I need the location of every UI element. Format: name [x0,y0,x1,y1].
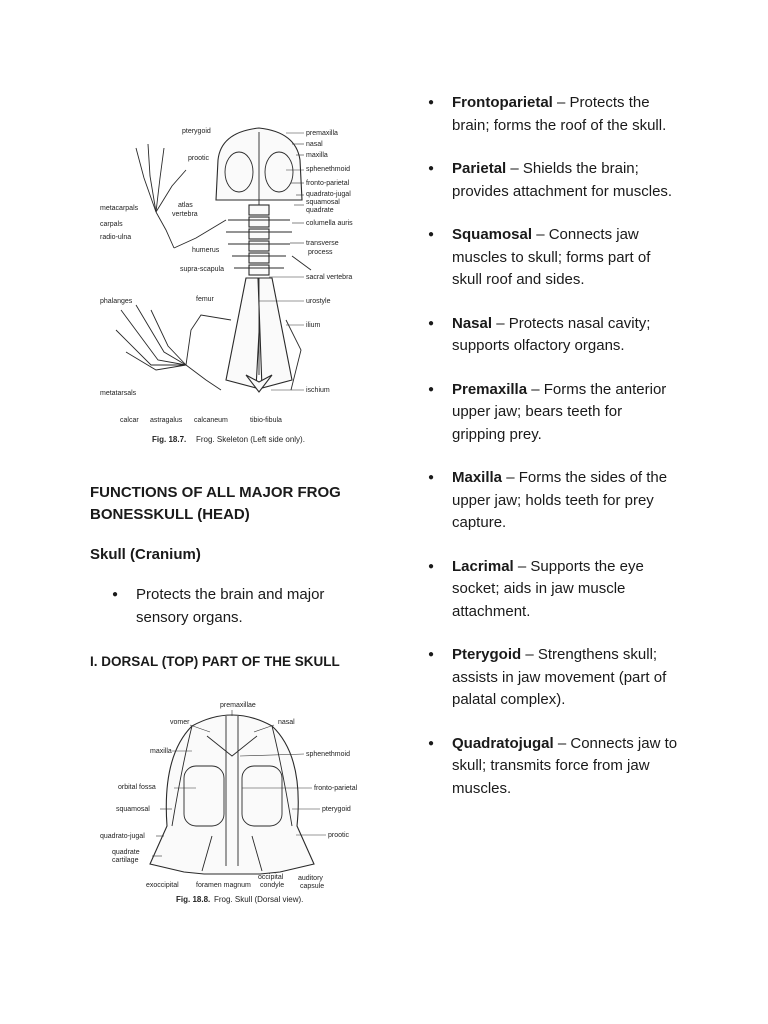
label-auditory-capsule-1: auditory [298,875,323,882]
bone-function-list: Frontoparietal – Protects the brain; for… [428,92,678,821]
section-heading: FUNCTIONS OF ALL MAJOR FROG BONESSKULL (… [90,484,341,523]
label-vomer: vomer [170,719,190,726]
label-radio-ulna: radio-ulna [100,234,131,241]
bone-name: Quadratojugal [452,734,554,752]
bone-name: Frontoparietal [452,94,553,111]
list-item: Squamosal – Connects jaw muscles to skul… [428,224,678,292]
bone-name: Premaxilla [452,380,528,398]
label-ischium: ischium [306,387,330,394]
label-carpals: carpals [100,221,123,228]
list-item: Maxilla – Forms the sides of the upper j… [428,467,678,535]
list-item: Protects the brain and major sensory org… [112,583,332,629]
bone-name: Maxilla [452,469,503,486]
bone-description: – Supports the eye socket; aids in jaw m… [452,557,644,620]
label-premaxillae: premaxillae [220,702,256,709]
label-maxilla-skull: maxilla [150,748,172,755]
label-supra-scapula: supra-scapula [180,266,224,273]
list-item: Parietal – Shields the brain; provides a… [428,158,678,203]
label-humerus: humerus [192,247,220,254]
label-columella-auris: columella auris [306,220,353,227]
label-tibio-fibula: tibio-fibula [250,417,282,424]
figure1-caption-text: Frog. Skeleton (Left side only). [196,435,305,444]
label-fronto-parietal-skull: fronto-parietal [314,785,358,792]
bone-description: – Connects jaw muscles to skull; forms p… [452,226,651,288]
label-sphenethmoid: sphenethmoid [306,166,350,173]
label-quadrate-cartilage-2: cartilage [112,857,139,864]
skull-subheading: Skull (Cranium) [90,546,201,563]
label-calcaneum: calcaneum [194,417,228,424]
label-occipital-condyle-1: occipital [258,874,284,881]
label-occipital-condyle-2: condyle [260,882,284,889]
bone-name: Lacrimal [452,557,514,575]
list-item: Frontoparietal – Protects the brain; for… [428,92,678,137]
list-item: Nasal – Protects nasal cavity; supports … [428,313,678,358]
label-urostyle: urostyle [306,298,331,305]
label-prootic-skull: prootic [328,832,350,839]
label-pterygoid-skull: pterygoid [322,806,351,813]
list-item: Quadratojugal – Connects jaw to skull; t… [428,733,678,801]
figure2-caption-number: Fig. 18.8. [176,895,210,904]
frog-skeleton-figure: premaxilla nasal maxilla sphenethmoid fr… [96,120,366,450]
label-quadrato-jugal: quadrato-jugal [306,191,351,198]
figure2-caption-text: Frog. Skull (Dorsal view). [214,895,303,904]
bone-description: – Protects the brain; forms the roof of … [452,94,667,134]
bone-name: Nasal [452,314,493,332]
frog-skull-figure: premaxillae vomer nasal maxilla spheneth… [92,696,372,908]
label-phalanges: phalanges [100,298,133,305]
label-premaxilla: premaxilla [306,130,338,137]
label-femur: femur [196,296,215,303]
label-nasal-skull: nasal [278,719,295,726]
list-item: Premaxilla – Forms the anterior upper ja… [428,379,678,447]
label-calcar: calcar [120,417,139,424]
list-item: Lacrimal – Supports the eye socket; aids… [428,556,678,624]
bone-description: – Strengthens skull; assists in jaw move… [452,646,667,708]
label-quadrate-cartilage-1: quadrate [112,849,140,856]
figure1-caption-number: Fig. 18.7. [152,435,186,444]
label-nasal: nasal [306,141,323,148]
bone-description: – Forms the anterior upper jaw; bears te… [452,380,667,443]
label-prootic: prootic [188,155,210,162]
bone-name: Parietal [452,160,507,177]
label-orbital-fossa: orbital fossa [118,784,156,791]
bone-description: – Connects jaw to skull; transmits force… [452,734,678,797]
label-foramen-magnum: foramen magnum [196,882,251,889]
label-quadrato-jugal-skull: quadrato-jugal [100,833,145,840]
label-astragalus: astragalus [150,417,183,424]
skull-bullet-list: Protects the brain and major sensory org… [112,583,332,629]
label-metatarsals: metatarsals [100,390,137,397]
label-metacarpals: metacarpals [100,205,139,212]
bone-description: – Protects nasal cavity; supports olfact… [452,314,651,355]
frog-skull-illustration: premaxillae vomer nasal maxilla spheneth… [100,702,358,904]
label-transverse-process-1: transverse [306,240,339,247]
list-item: Pterygoid – Strengthens skull; assists i… [428,644,678,712]
label-squamosal-skull: squamosal [116,806,150,813]
label-auditory-capsule-2: capsule [300,883,324,890]
frog-skeleton-illustration: premaxilla nasal maxilla sphenethmoid fr… [100,127,353,444]
label-transverse-process-2: process [308,249,333,256]
label-ilium: ilium [306,322,321,329]
label-sacral-vertebra: sacral vertebra [306,274,352,281]
label-maxilla: maxilla [306,152,328,159]
bone-name: Squamosal [452,226,533,243]
label-sphenethmoid-skull: sphenethmoid [306,751,350,758]
bone-name: Pterygoid [452,646,522,663]
label-squamosal: squamosal [306,199,340,206]
label-quadrate: quadrate [306,207,334,214]
label-atlas: atlas [178,202,193,209]
label-vertebra: vertebra [172,211,198,218]
label-pterygoid: pterygoid [182,128,211,135]
label-exoccipital: exoccipital [146,882,179,889]
dorsal-heading: I. DORSAL (TOP) PART OF THE SKULL [90,654,340,669]
bone-description: – Forms the sides of the upper jaw; hold… [452,469,668,531]
label-fronto-parietal: fronto-parietal [306,180,350,187]
bone-description: – Shields the brain; provides attachment… [452,160,673,200]
